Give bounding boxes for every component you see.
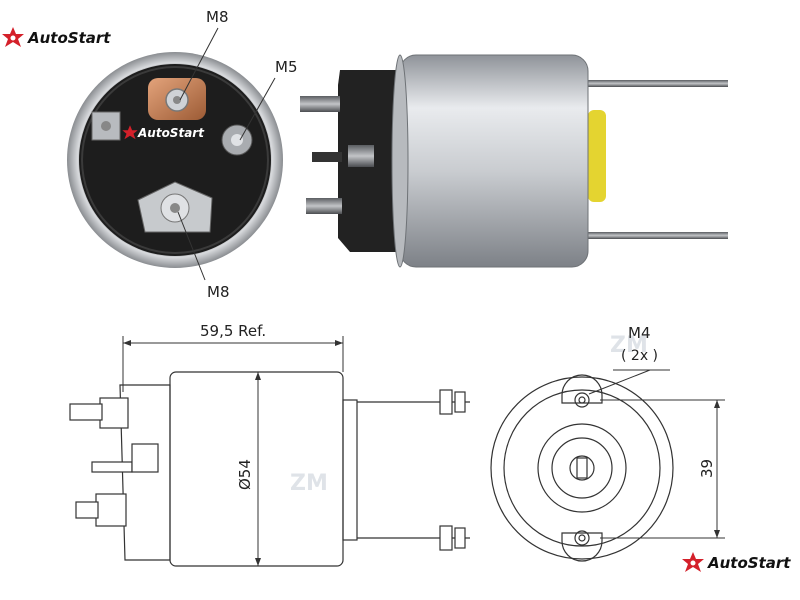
label-bottom-terminal: M8 — [207, 283, 230, 301]
puzzle-star-icon — [122, 125, 138, 140]
brand-logo-top: AutoStart — [2, 27, 111, 47]
label-mount-count: ( 2x ) — [621, 348, 658, 364]
brand-logo-bottom: AutoStart — [682, 552, 791, 572]
brand-name: AutoStart — [27, 29, 111, 47]
end-view-drawing — [490, 374, 674, 562]
brand-name: AutoStart — [137, 126, 205, 140]
dimension-diameter: Ø54 — [236, 459, 254, 490]
top-terminal — [148, 78, 206, 120]
puzzle-star-icon — [2, 27, 24, 47]
watermark-text: ZM — [290, 471, 328, 496]
bottom-terminal — [137, 181, 213, 233]
side-terminal — [221, 124, 253, 156]
watermark-text: ZM — [610, 333, 648, 358]
front-view-photo: AutoStart — [67, 52, 283, 268]
label-side-terminal: M5 — [275, 58, 298, 76]
dimension-length: 59,5 Ref. — [200, 322, 266, 340]
puzzle-star-icon — [682, 552, 704, 572]
label-top-terminal: M8 — [206, 8, 229, 26]
dimension-hole-spacing: 39 — [698, 459, 716, 478]
dimension-annotations: 59,5 Ref. Ø54 — [122, 322, 344, 566]
embedded-logo: AutoStart — [122, 125, 205, 140]
small-terminal — [91, 111, 121, 141]
brand-name: AutoStart — [707, 554, 791, 572]
side-view-drawing — [69, 371, 470, 567]
label-mount-thread: M4 — [628, 324, 651, 342]
photo-labels: M8 M5 M8 — [177, 8, 298, 301]
side-view-photo — [300, 54, 728, 268]
end-view-annotations: 39 M4 ( 2x ) — [588, 324, 725, 539]
